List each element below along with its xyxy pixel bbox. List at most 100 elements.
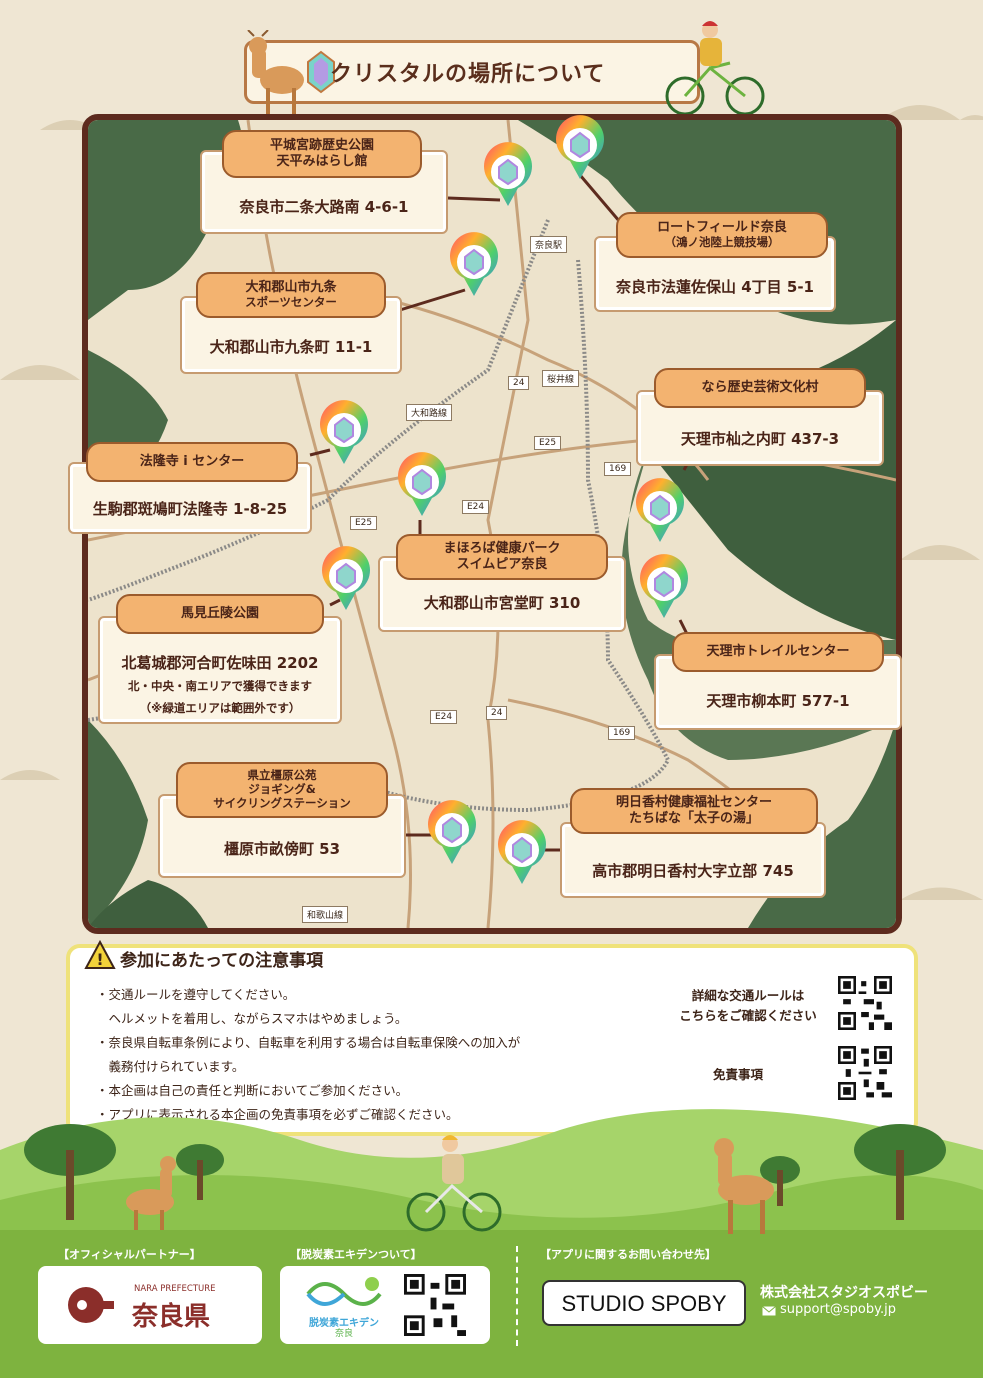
location-name: 天平みはらし館 (276, 154, 368, 169)
road-label: 桜井線 (542, 370, 580, 387)
crystal-map-pin[interactable] (484, 142, 532, 206)
ekiden-city: 奈良 (334, 1329, 353, 1339)
location-card-umami[interactable]: 北葛城郡河合町佐味田 2202 北・中央・南エリアで獲得できます （※緑道エリア… (98, 616, 342, 724)
crystal-map-pin[interactable] (321, 546, 371, 610)
location-name: 県立橿原公苑 (247, 768, 317, 783)
nara-prefecture-logo (68, 1287, 114, 1323)
crystal-icon (650, 494, 670, 522)
location-note: 北・中央・南エリアで獲得できます (128, 679, 312, 693)
traffic-rules-line: 詳細な交通ルールは (691, 988, 805, 1003)
partner-label: 【オフィシャルパートナー】 (58, 1248, 201, 1261)
notice-line: ・交通ルールを遵守してください。 (96, 987, 296, 1002)
location-note: （※緑道エリアは範囲外です） (139, 701, 301, 715)
crystal-icon (336, 562, 356, 590)
location-tab: なら歴史芸術文化村 (654, 368, 866, 408)
location-address: 高市郡明日香村大字立部 745 (592, 862, 794, 880)
warning-icon: ! (84, 940, 116, 969)
mail-icon (762, 1306, 776, 1316)
crystal-icon (570, 131, 590, 159)
location-name: まほろば健康パーク (443, 541, 561, 557)
location-name: 法隆寺 i センター (139, 454, 245, 470)
nara-prefecture-card[interactable]: NARA PREFECTURE 奈良県 (38, 1266, 262, 1344)
location-name: 大和郡山市九条 (245, 280, 337, 296)
traffic-rules-qr-code[interactable] (838, 976, 892, 1030)
location-name: 平城宮跡歴史公園 (269, 138, 374, 154)
location-tab: 大和郡山市九条 スポーツセンター (196, 272, 386, 318)
crystal-icon (442, 816, 462, 844)
crystal-icon (654, 570, 674, 598)
road-label: 大和路線 (406, 404, 453, 421)
location-tab: 馬見丘陵公園 (116, 594, 324, 634)
road-label: 169 (608, 726, 636, 740)
studio-spoby-name: STUDIO SPOBY (561, 1291, 727, 1316)
disclaimer-qr-code[interactable] (838, 1046, 892, 1100)
ekiden-name: 脱炭素エキデン (309, 1318, 379, 1329)
location-name: スイムピア奈良 (456, 557, 548, 572)
support-email[interactable]: support@spoby.jp (780, 1302, 896, 1317)
road-label: 169 (604, 462, 632, 476)
notice-line: ヘルメットを着用し、ながらスマホはやめましょう。 (96, 1011, 408, 1026)
road-label: E25 (350, 516, 378, 530)
crystal-map-pin[interactable] (428, 800, 477, 864)
location-tab: 法隆寺 i センター (86, 442, 298, 482)
road-label: E25 (534, 436, 562, 450)
location-address: 橿原市畝傍町 53 (223, 840, 341, 858)
deer-illustration (247, 30, 304, 116)
notice-line: 義務付けられています。 (96, 1059, 245, 1074)
notice-title: 参加にあたっての注意事項 (120, 951, 324, 971)
notice-line: ・奈良県自転車条例により、自転車を利用する場合は自転車保険への加入が (96, 1035, 521, 1050)
traffic-rules-text: 詳細な交通ルールは こちらをご確認ください (668, 986, 828, 1026)
location-name: スポーツセンター (245, 294, 337, 309)
notice-box (66, 944, 918, 1136)
crystal-map-pin[interactable] (450, 232, 499, 296)
location-tab: まほろば健康パーク スイムピア奈良 (396, 534, 608, 580)
location-card-asuka[interactable]: 高市郡明日香村大字立部 745 (560, 822, 826, 898)
crystal-icon (412, 468, 432, 496)
crystal-map-pin[interactable] (635, 478, 685, 542)
location-tab: 明日香村健康福祉センター たちばな「太子の湯」 (570, 788, 818, 834)
location-address: 奈良市二条大路南 4-6-1 (239, 198, 409, 216)
location-tab: 県立橿原公苑 ジョギング& サイクリングステーション (176, 762, 388, 818)
crystal-map-pin[interactable] (320, 400, 369, 464)
road-label: 和歌山線 (302, 906, 349, 923)
ekiden-label: 【脱炭素エキデンついて】 (290, 1248, 422, 1261)
traffic-rules-line: こちらをご確認ください (679, 1008, 817, 1023)
crystal-map-pin[interactable] (397, 452, 447, 516)
crystal-map-pin[interactable] (640, 554, 689, 618)
road-label: 24 (508, 376, 530, 390)
ekiden-card[interactable]: 脱炭素エキデン 奈良 (280, 1266, 490, 1344)
location-name: 明日香村健康福祉センター (615, 795, 772, 811)
notice-line: ・本企画は自己の責任と判断においてご参加ください。 (96, 1083, 409, 1098)
location-address: 奈良市法蓮佐保山 4丁目 5-1 (616, 278, 814, 296)
crystal-map-pin[interactable] (556, 115, 605, 179)
road-label: 24 (486, 706, 508, 720)
crystal-icon (498, 158, 518, 186)
contact-label: 【アプリに関するお問い合わせ先】 (540, 1248, 716, 1261)
location-name: たちばな「太子の湯」 (628, 811, 759, 826)
crystal-icon (464, 248, 484, 276)
location-name: なら歴史芸術文化村 (701, 380, 819, 396)
location-name: サイクリングステーション (213, 795, 351, 810)
crystal-icon (307, 50, 335, 94)
disclaimer-text: 免責事項 (712, 1067, 763, 1082)
ekiden-logo (306, 1277, 382, 1306)
crystal-icon (512, 836, 532, 864)
company-name: 株式会社スタジオスポビー (760, 1285, 928, 1301)
location-address: 大和郡山市九条町 11-1 (209, 338, 373, 356)
location-tab: ロートフィールド奈良 （鴻ノ池陸上競技場） (616, 212, 828, 258)
footer-divider (516, 1246, 518, 1346)
location-name: ジョギング& (248, 782, 316, 797)
ekiden-qr-code[interactable] (404, 1274, 466, 1336)
svg-text:!: ! (96, 950, 103, 969)
location-name: 馬見丘陵公園 (180, 606, 259, 622)
location-tab: 平城宮跡歴史公園 天平みはらし館 (222, 130, 422, 178)
crystal-map-pin[interactable] (498, 820, 546, 884)
crystal-icon (334, 416, 354, 444)
studio-spoby-logo[interactable]: STUDIO SPOBY (542, 1280, 746, 1326)
location-address: 天理市杣之内町 437-3 (680, 430, 840, 448)
location-address: 天理市柳本町 577-1 (706, 692, 850, 710)
location-name: ロートフィールド奈良 (657, 220, 787, 236)
location-address: 生駒郡斑鳩町法隆寺 1-8-25 (92, 500, 288, 518)
road-label: 奈良駅 (530, 236, 568, 253)
